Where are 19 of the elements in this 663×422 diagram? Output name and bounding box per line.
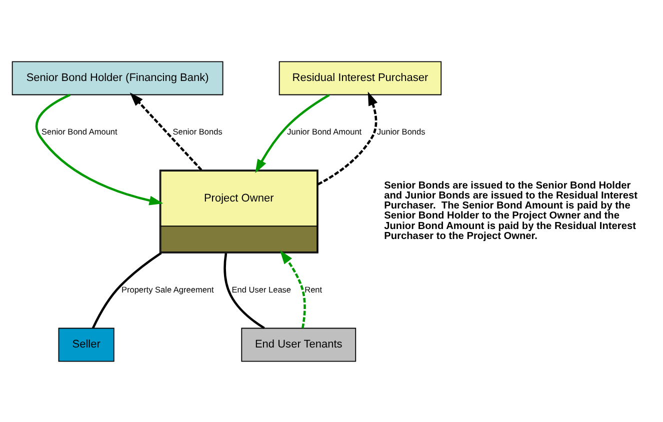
arrow: [255, 93, 330, 173]
edge-label: Rent: [304, 285, 322, 294]
arrow: [36, 93, 164, 205]
edge-label: Junior Bonds: [377, 126, 426, 136]
node-box: Seller: [58, 327, 114, 362]
connector: [224, 252, 265, 329]
edge-label: Senior Bonds: [172, 126, 222, 136]
label: Senior Bonds are issued to the Senior Bond Holder and Junior Bonds are issued to the Residual Interest Purchaser. The Senior Bond Amount is paid by the Senior Bond Holder to the Project Owner and the Junior Bond Amount is paid by the Residual Interest Purchaser to the Project Owner.: [384, 180, 638, 242]
edge-label: Senior Bond Amount: [42, 126, 118, 136]
node-box: Senior Bond Holder (Financing Bank): [12, 60, 224, 95]
arrow: [317, 91, 378, 185]
node-box: Residual Interest Purchaser: [278, 60, 442, 95]
edge-label: Property Sale Agreement: [121, 285, 214, 294]
node-box: End User Tenants: [241, 327, 356, 362]
arrow: [130, 92, 202, 170]
edge-label: End User Lease: [232, 285, 292, 294]
arrow: [280, 250, 306, 328]
edge-label: Junior Bond Amount: [287, 126, 362, 136]
connector: [92, 252, 162, 328]
